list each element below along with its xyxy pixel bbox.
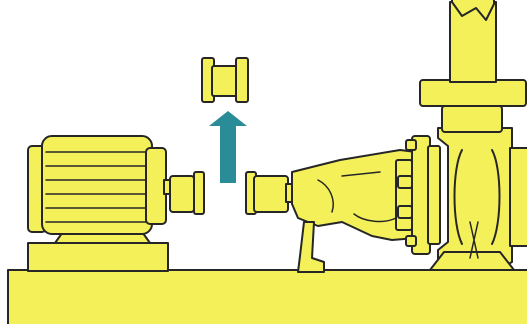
discharge-pipe bbox=[419, 0, 527, 133]
motor bbox=[27, 135, 175, 272]
base-plate bbox=[7, 269, 527, 324]
pump-coupling-hub bbox=[245, 171, 289, 215]
motor-coupling-hub bbox=[169, 171, 205, 215]
pump-casing bbox=[397, 127, 527, 271]
spacer-coupling bbox=[201, 57, 249, 103]
lift-arrow bbox=[209, 111, 247, 183]
bearing-frame bbox=[285, 149, 417, 273]
